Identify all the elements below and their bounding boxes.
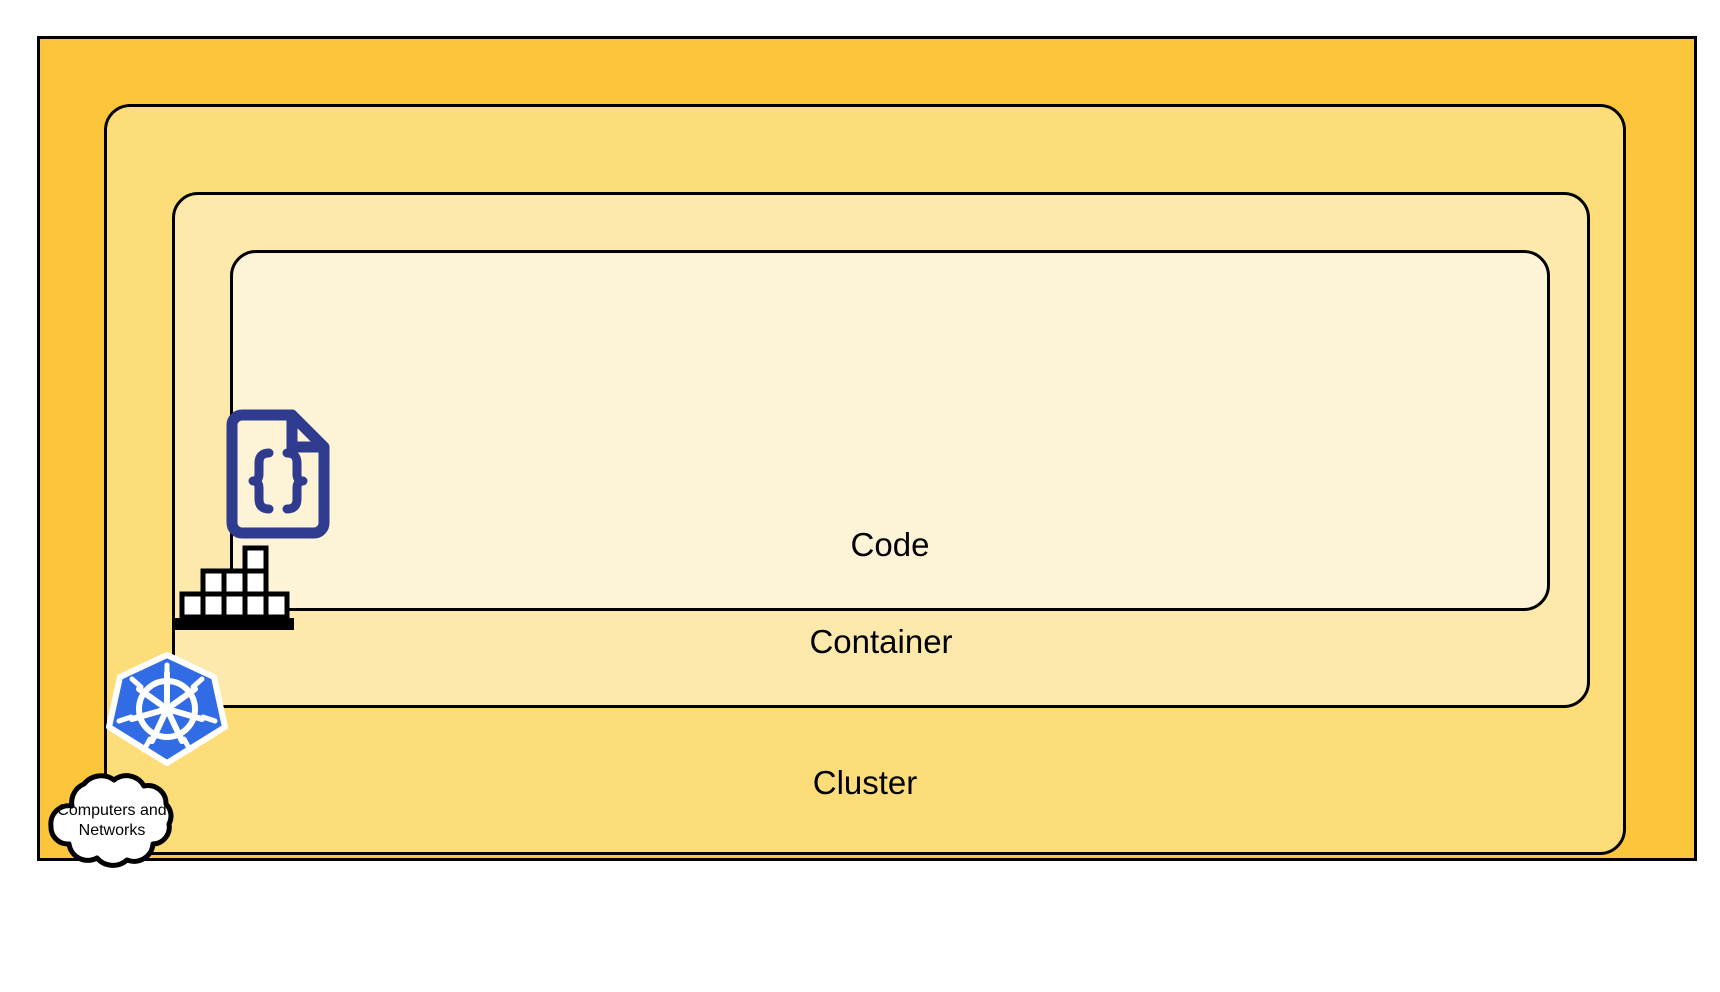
cloud-icon[interactable]: Computers and Networks <box>39 772 185 870</box>
container-boxes-icon <box>172 545 294 630</box>
code-file-braces-icon <box>222 409 330 539</box>
layer-code[interactable]: Code <box>230 250 1550 611</box>
layer-datacenter[interactable]: Cloud/Co-Lo/Corporate Datacenter Cluster… <box>37 36 1697 861</box>
layer-cluster-label: Cluster <box>812 764 918 802</box>
layer-code-label: Code <box>850 526 930 564</box>
kubernetes-helm-icon <box>106 652 228 766</box>
layer-container-label: Container <box>809 623 953 661</box>
layer-cluster[interactable]: Cluster Container Code <box>104 104 1626 855</box>
layer-container[interactable]: Container Code <box>172 192 1590 708</box>
